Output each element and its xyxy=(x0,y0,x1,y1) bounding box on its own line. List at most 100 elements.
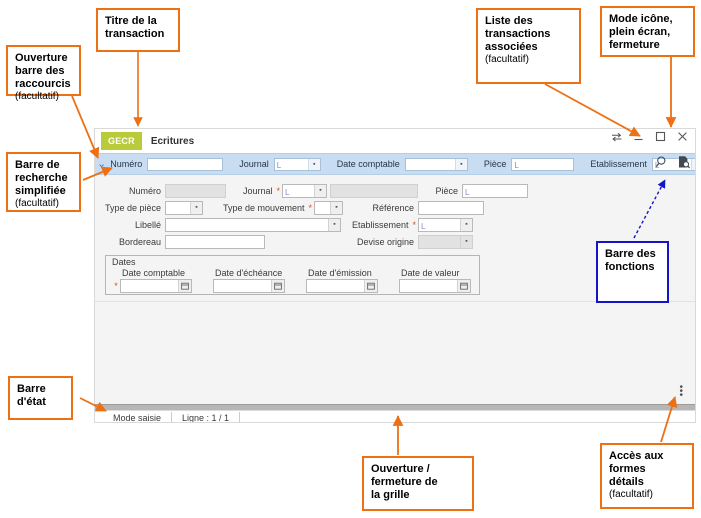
type-de-mouvement-dropdown-icon[interactable]: ▪ xyxy=(330,201,342,214)
search-input-numero[interactable] xyxy=(147,157,224,171)
form-row-3: Libellé ▪ Etablissement * L ▪ xyxy=(95,216,695,233)
status-line-count: Ligne : 1 / 1 xyxy=(172,412,241,422)
search-etablissement-dropdown-icon[interactable]: ▪ xyxy=(690,158,695,170)
calendar-icon[interactable] xyxy=(271,280,284,292)
dates-group-title: Dates xyxy=(110,257,138,267)
callout-line: transactions xyxy=(485,28,551,40)
field-type-de-piece[interactable]: ▪ xyxy=(165,200,203,215)
form-row-4: Bordereau Devise origine ▪ xyxy=(95,233,695,250)
simplified-search-bar: ⌄ Numéro Journal L ▪ Date comptable ▪ Pi… xyxy=(95,153,695,175)
page-title: Ecritures xyxy=(150,135,195,147)
callout-associated-transactions: Liste des transactions associées (facult… xyxy=(476,8,581,84)
search-input-journal[interactable]: L ▪ xyxy=(273,157,321,171)
callout-line: associées xyxy=(485,41,538,53)
search-label-journal: Journal xyxy=(239,159,269,169)
grid-area: ••• xyxy=(95,302,695,404)
transaction-form: Numéro Journal * L ▪ Pièce L Type de piè… xyxy=(95,175,695,302)
callout-line: Barre des xyxy=(605,248,656,260)
callout-line: fermeture de xyxy=(371,476,438,488)
search-document-icon[interactable] xyxy=(677,155,691,174)
label-type-de-piece: Type de pièce xyxy=(104,202,161,213)
field-date-valeur[interactable] xyxy=(399,279,471,293)
callout-simple-search: Barre de recherche simplifiée (facultati… xyxy=(6,152,81,212)
search-field-journal: Journal L ▪ xyxy=(235,157,321,171)
devise-origine-dropdown-icon: ▪ xyxy=(460,235,472,248)
callout-line: Ouverture xyxy=(15,52,68,64)
label-bordereau: Bordereau xyxy=(118,236,161,247)
field-date-emission[interactable] xyxy=(306,279,378,293)
field-date-comptable[interactable] xyxy=(120,279,192,293)
callout-optional: (facultatif) xyxy=(15,91,59,102)
lookup-marker-icon: L xyxy=(421,221,426,231)
callout-line: formes xyxy=(609,463,646,475)
date-emission-column: Date d'émission xyxy=(298,268,391,293)
calendar-icon[interactable] xyxy=(457,280,470,292)
callout-line: Barre de xyxy=(15,159,60,171)
callout-line: fonctions xyxy=(605,261,655,273)
etablissement-dropdown-icon[interactable]: ▪ xyxy=(460,218,472,231)
label-date-valeur: Date de valeur xyxy=(401,268,460,278)
callout-line: Accès aux xyxy=(609,450,664,462)
lookup-marker-icon: L xyxy=(276,160,282,170)
search-icon[interactable] xyxy=(655,155,669,174)
field-type-de-mouvement[interactable]: ▪ xyxy=(314,200,343,215)
libelle-dropdown-icon[interactable]: ▪ xyxy=(328,218,340,231)
field-date-echeance[interactable] xyxy=(213,279,285,293)
callout-line: Ouverture / xyxy=(371,463,430,475)
callout-line: Liste des xyxy=(485,15,533,27)
search-bar-actions xyxy=(655,155,691,174)
required-marker-journal: * xyxy=(276,185,280,196)
field-bordereau[interactable] xyxy=(165,234,265,249)
field-devise-origine: ▪ xyxy=(418,234,473,249)
journal-dropdown-icon[interactable]: ▪ xyxy=(314,184,326,197)
label-reference: Référence xyxy=(372,202,414,213)
date-valeur-column: Date de valeur xyxy=(391,268,484,293)
label-numero: Numéro xyxy=(128,185,161,196)
label-etablissement: Etablissement xyxy=(351,219,409,230)
calendar-icon[interactable] xyxy=(364,280,377,292)
field-reference[interactable] xyxy=(418,200,484,215)
grid-splitter-handle[interactable] xyxy=(95,404,695,411)
callout-line: raccourcis xyxy=(15,78,71,90)
label-journal: Journal xyxy=(242,185,273,196)
lookup-marker-icon: L xyxy=(514,160,519,170)
search-date-calendar-icon[interactable]: ▪ xyxy=(454,158,467,170)
search-input-piece[interactable]: L xyxy=(511,157,575,171)
date-comptable-column: Date comptable * xyxy=(112,268,205,293)
close-icon[interactable] xyxy=(676,131,689,142)
detail-forms-menu-icon[interactable]: ••• xyxy=(679,382,683,401)
field-libelle[interactable]: ▪ xyxy=(165,217,341,232)
type-de-piece-dropdown-icon[interactable]: ▪ xyxy=(190,201,202,214)
minimize-icon[interactable] xyxy=(632,131,645,142)
maximize-icon[interactable] xyxy=(654,131,667,142)
required-marker-etablissement: * xyxy=(412,219,416,230)
status-bar: Mode saisie Ligne : 1 / 1 xyxy=(95,411,695,422)
search-journal-dropdown-icon[interactable]: ▪ xyxy=(307,158,320,170)
associated-transactions-icon[interactable] xyxy=(610,132,623,142)
form-row-1: Numéro Journal * L ▪ Pièce L xyxy=(95,182,695,199)
application-window: GECR Ecritures ⌄ Numéro xyxy=(94,128,696,423)
expand-shortcuts-chevron-icon[interactable]: ⌄ xyxy=(97,158,107,170)
field-piece[interactable]: L xyxy=(462,183,528,198)
callout-line: Barre xyxy=(17,383,46,395)
lookup-marker-icon: L xyxy=(285,187,290,197)
field-journal[interactable]: L ▪ xyxy=(282,183,327,198)
search-label-numero: Numéro xyxy=(110,159,143,169)
calendar-icon[interactable] xyxy=(178,280,191,292)
callout-status-bar: Barre d'état xyxy=(8,376,73,420)
callout-line: d'état xyxy=(17,396,46,408)
required-marker-date-comptable: * xyxy=(114,281,118,291)
callout-transaction-title: Titre de la transaction xyxy=(96,8,180,52)
field-etablissement[interactable]: L ▪ xyxy=(418,217,473,232)
date-echeance-column: Date d'échéance xyxy=(205,268,298,293)
transaction-code-badge: GECR xyxy=(101,132,142,150)
callout-window-modes: Mode icône, plein écran, fermeture xyxy=(600,6,695,57)
search-input-date-comptable[interactable]: ▪ xyxy=(404,157,468,171)
form-row-2: Type de pièce ▪ Type de mouvement * ▪ Ré… xyxy=(95,199,695,216)
field-journal-description xyxy=(330,183,418,198)
callout-line: barre des xyxy=(15,65,65,77)
callout-line: la grille xyxy=(371,489,410,501)
callout-line: fermeture xyxy=(609,39,660,51)
callout-optional: (facultatif) xyxy=(485,54,529,65)
dates-row: Date comptable * Date d'échéance xyxy=(112,268,484,293)
